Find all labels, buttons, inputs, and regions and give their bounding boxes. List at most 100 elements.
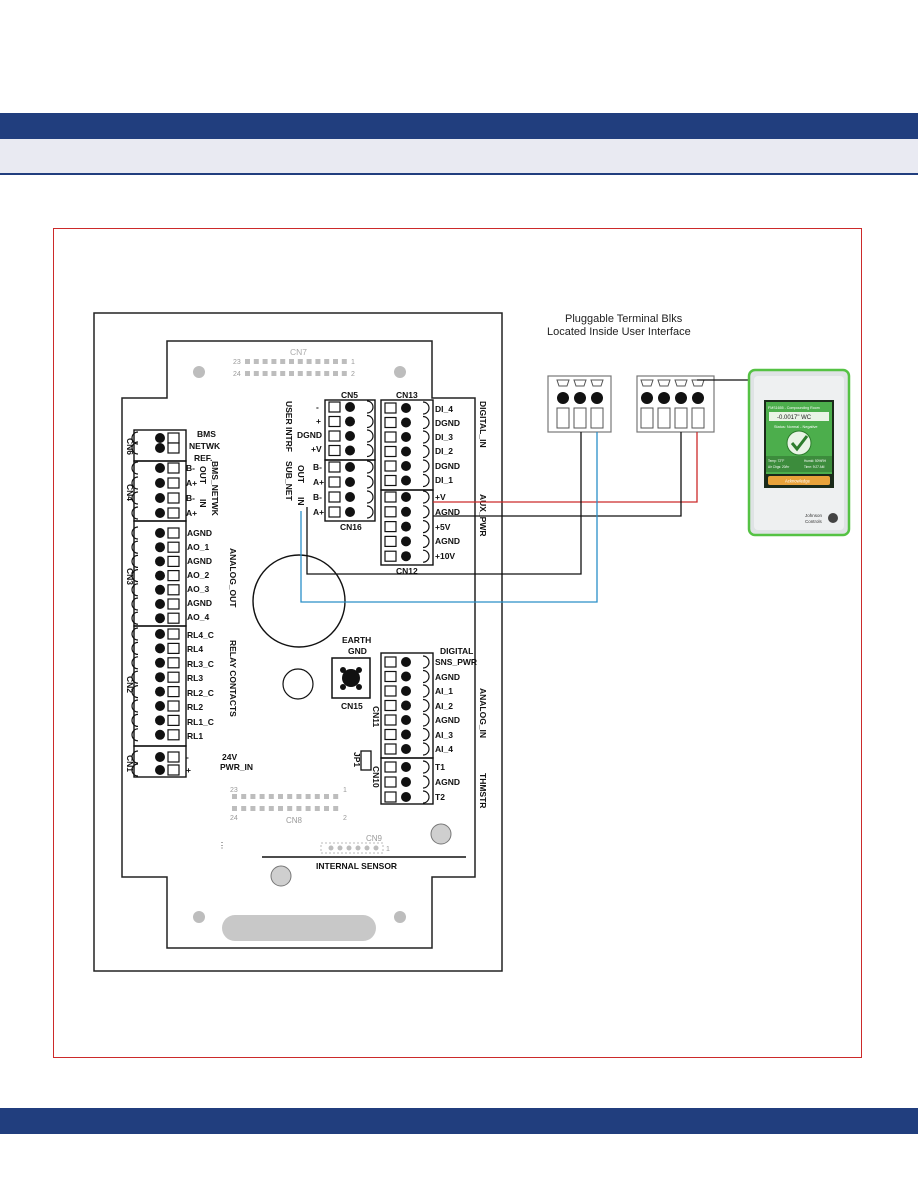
terminal xyxy=(384,444,430,459)
terminal xyxy=(131,461,180,475)
terminal xyxy=(131,583,180,597)
svg-text:AI_1: AI_1 xyxy=(435,686,453,696)
svg-text:A+: A+ xyxy=(313,477,324,487)
svg-text:NETWK: NETWK xyxy=(189,441,221,451)
wire-blue-subnet xyxy=(300,432,598,603)
svg-text:SUB_NET: SUB_NET xyxy=(284,461,294,501)
brand-text: Controls xyxy=(805,519,823,524)
svg-text:CN3: CN3 xyxy=(125,568,135,585)
svg-text:CN11: CN11 xyxy=(371,706,381,728)
standoff xyxy=(270,865,292,887)
terminal xyxy=(328,414,374,429)
svg-text:23: 23 xyxy=(233,359,241,366)
device-info: Temp: 72°F xyxy=(768,459,784,463)
terminal xyxy=(384,727,430,742)
user-interface-device: FMS1655 - Compounding Room -0.0017" WC S… xyxy=(747,368,851,537)
header-pin xyxy=(262,359,268,364)
terminal xyxy=(131,750,180,764)
svg-text:DI_2: DI_2 xyxy=(435,446,453,456)
terminal xyxy=(328,505,374,519)
cn8-header: 23 24 1 2 CN8 xyxy=(230,787,347,825)
svg-text:BMS: BMS xyxy=(197,429,216,439)
header-pin xyxy=(253,371,259,376)
svg-text:-: - xyxy=(186,752,189,762)
sounder-outline xyxy=(252,554,346,648)
svg-text:AGND: AGND xyxy=(187,556,212,566)
header-pin xyxy=(280,359,286,364)
svg-text:AI_3: AI_3 xyxy=(435,730,453,740)
header-pin xyxy=(271,371,277,376)
terminal xyxy=(131,685,180,699)
svg-text:CN16: CN16 xyxy=(340,522,362,532)
cn16-connector: CN16 xyxy=(324,459,376,532)
svg-text:+5V: +5V xyxy=(435,522,451,532)
terminal xyxy=(131,431,180,445)
header-pin xyxy=(271,359,277,364)
terminal-screw xyxy=(557,392,569,404)
svg-text:INTERNAL SENSOR: INTERNAL SENSOR xyxy=(316,861,397,871)
terminal-block-3pin xyxy=(547,375,612,433)
terminal xyxy=(131,554,180,568)
header-pin xyxy=(341,359,347,364)
header-pin xyxy=(346,845,352,851)
device-title: FMS1655 - Compounding Room xyxy=(768,406,820,410)
svg-text:CN13: CN13 xyxy=(396,390,418,400)
svg-text:B-: B- xyxy=(186,463,195,473)
standoff xyxy=(430,823,452,845)
enclosure-outline xyxy=(93,312,503,972)
header-pin xyxy=(289,359,294,364)
svg-text:DI_3: DI_3 xyxy=(435,432,453,442)
terminal xyxy=(384,534,430,548)
svg-text:CN2: CN2 xyxy=(125,676,135,693)
svg-text:RL1: RL1 xyxy=(187,731,203,741)
terminal xyxy=(131,569,180,583)
left-labels: BMS NETWK REF. B- A+ B- A+ OUT IN BMS_NE… xyxy=(186,429,253,775)
svg-text:RL4_C: RL4_C xyxy=(187,630,214,640)
header-pin xyxy=(245,371,250,376)
svg-text:Pluggable Terminal Blks: Pluggable Terminal Blks xyxy=(565,313,683,325)
svg-text:CN1: CN1 xyxy=(125,755,135,772)
header-pin xyxy=(333,806,339,811)
header-pin xyxy=(241,806,247,811)
terminal xyxy=(131,641,180,655)
svg-text:DGND: DGND xyxy=(297,430,322,440)
terminal xyxy=(131,656,180,670)
svg-text:CN12: CN12 xyxy=(396,566,418,576)
device-value: -0.0017" WC xyxy=(777,415,812,421)
header-pin xyxy=(259,794,265,799)
header-pin xyxy=(253,359,259,364)
header-pin xyxy=(333,359,338,364)
terminal xyxy=(384,760,430,774)
svg-text:USER INTRF: USER INTRF xyxy=(284,401,294,452)
svg-text:THMSTR: THMSTR xyxy=(478,773,488,808)
cn12-connector: CN12 xyxy=(380,489,434,576)
terminal-caption: Pluggable Terminal Blks Located Inside U… xyxy=(547,313,691,338)
sub-header-band xyxy=(0,139,918,175)
mount-hole xyxy=(193,911,205,923)
svg-text:GND: GND xyxy=(348,646,367,656)
header-pin xyxy=(315,371,321,376)
terminal xyxy=(384,790,430,804)
svg-text:PWR_IN: PWR_IN xyxy=(220,762,253,772)
cn15-earth-gnd: EARTH GND CN15 xyxy=(331,635,371,711)
terminal xyxy=(131,627,180,641)
cn7-header: CN7 23 24 1 2 xyxy=(233,347,355,378)
svg-text:RL2: RL2 xyxy=(187,702,203,712)
terminal xyxy=(131,713,180,727)
acknowledge-button: Acknowledge xyxy=(785,479,811,484)
svg-text:ANALOG_IN: ANALOG_IN xyxy=(478,688,488,738)
terminal xyxy=(328,475,374,489)
svg-text:BMS_NETWK: BMS_NETWK xyxy=(210,461,220,517)
svg-text:CN5: CN5 xyxy=(341,390,358,400)
header-pin xyxy=(296,806,302,811)
cable-slot xyxy=(222,915,376,941)
header-pin xyxy=(278,794,283,799)
svg-text:+V: +V xyxy=(311,444,322,454)
svg-text:EARTH: EARTH xyxy=(342,635,371,645)
svg-text:IN: IN xyxy=(296,497,306,506)
svg-text:AO_1: AO_1 xyxy=(187,542,209,552)
svg-text:RL4: RL4 xyxy=(187,644,203,654)
svg-text:SNS_PWR: SNS_PWR xyxy=(435,657,477,667)
jp1-jumper: JP1 xyxy=(352,750,372,771)
svg-text:+10V: +10V xyxy=(435,551,455,561)
